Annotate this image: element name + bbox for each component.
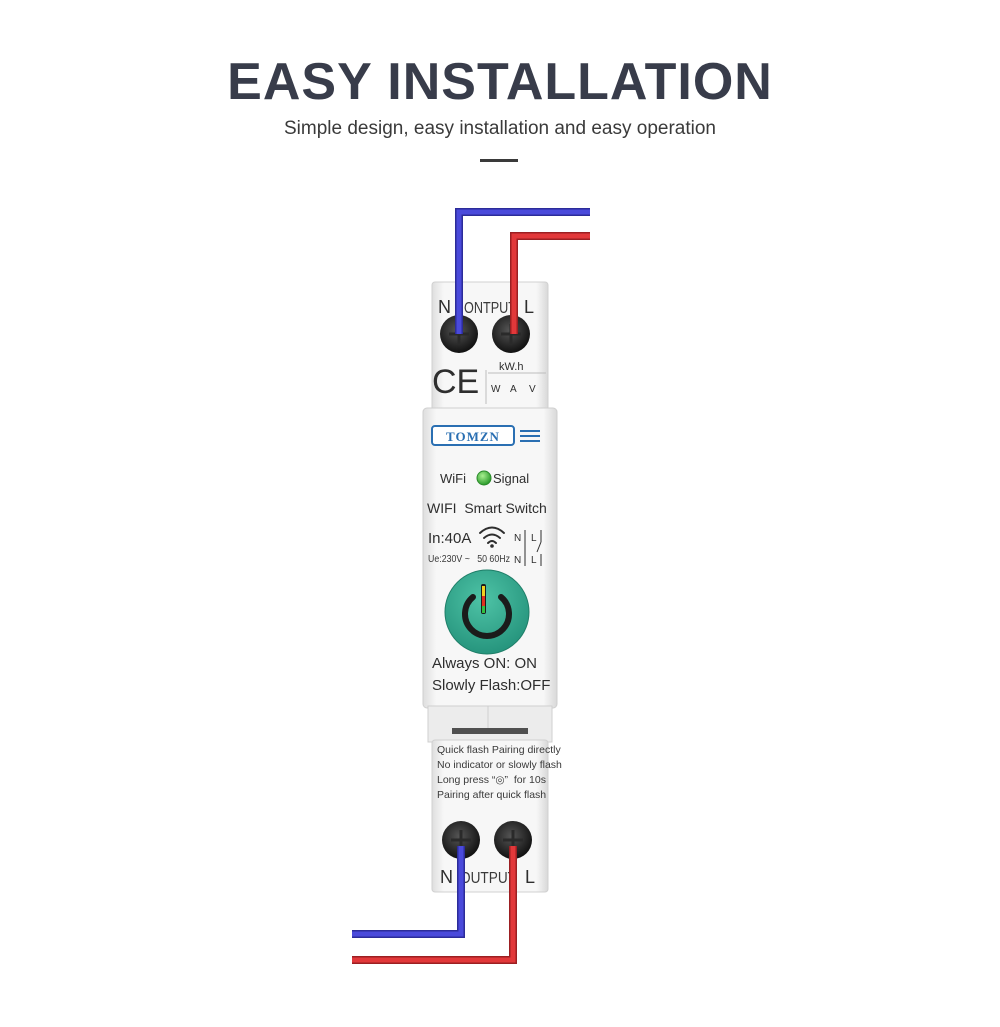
bottom-l-label: L: [525, 867, 535, 887]
brand-name: TOMZN: [446, 429, 500, 444]
bottom-right-screw: [494, 821, 532, 859]
top-n-label: N: [438, 297, 451, 317]
signal-led-icon: [476, 470, 492, 486]
instruction-line: No indicator or slowly flash: [437, 759, 562, 771]
instruction-line: Pairing after quick flash: [437, 789, 546, 801]
schematic-l-top: L: [531, 533, 537, 544]
voltage-rating: Ue:230V ~ 50 60Hz: [428, 554, 510, 565]
instruction-line: Long press “◎” for 10s: [437, 774, 546, 786]
din-rail-clip: [427, 705, 553, 743]
schematic-n-top: N: [514, 533, 521, 544]
current-rating: In:40A: [428, 530, 471, 547]
status-slowly-flash: Slowly Flash:OFF: [432, 677, 550, 694]
power-icon: [462, 584, 512, 639]
instruction-line: Quick flash Pairing directly: [437, 744, 561, 756]
brand-logo: TOMZN: [431, 425, 540, 446]
title-divider: [480, 159, 518, 162]
product-name: WIFI Smart Switch: [427, 500, 547, 516]
page-subtitle: Simple design, easy installation and eas…: [284, 118, 716, 139]
bottom-output-label: OUTPUT: [460, 870, 516, 887]
power-button[interactable]: [444, 569, 530, 655]
page-title: EASY INSTALLATION: [227, 53, 773, 111]
top-output-label: ONTPUT: [464, 300, 516, 317]
meter-v-label: V: [529, 384, 536, 395]
ce-mark: CE: [432, 363, 479, 401]
top-l-label: L: [524, 297, 534, 317]
meter-unit: kW.h: [499, 361, 523, 373]
bottom-n-label: N: [440, 867, 453, 887]
wifi-icon: [479, 526, 505, 544]
meter-a-label: A: [510, 384, 517, 395]
brand-lines-icon: [520, 430, 540, 442]
signal-label: Signal: [493, 471, 529, 486]
circuit-schematic-icon: N N L L: [514, 530, 542, 566]
meter-w-label: W: [491, 384, 501, 395]
status-always-on: Always ON: ON: [432, 655, 537, 672]
din-rail-slot: [452, 728, 528, 734]
wifi-label: WiFi: [440, 471, 466, 486]
schematic-n-bottom: N: [514, 555, 521, 566]
schematic-l-bottom: L: [531, 555, 537, 566]
